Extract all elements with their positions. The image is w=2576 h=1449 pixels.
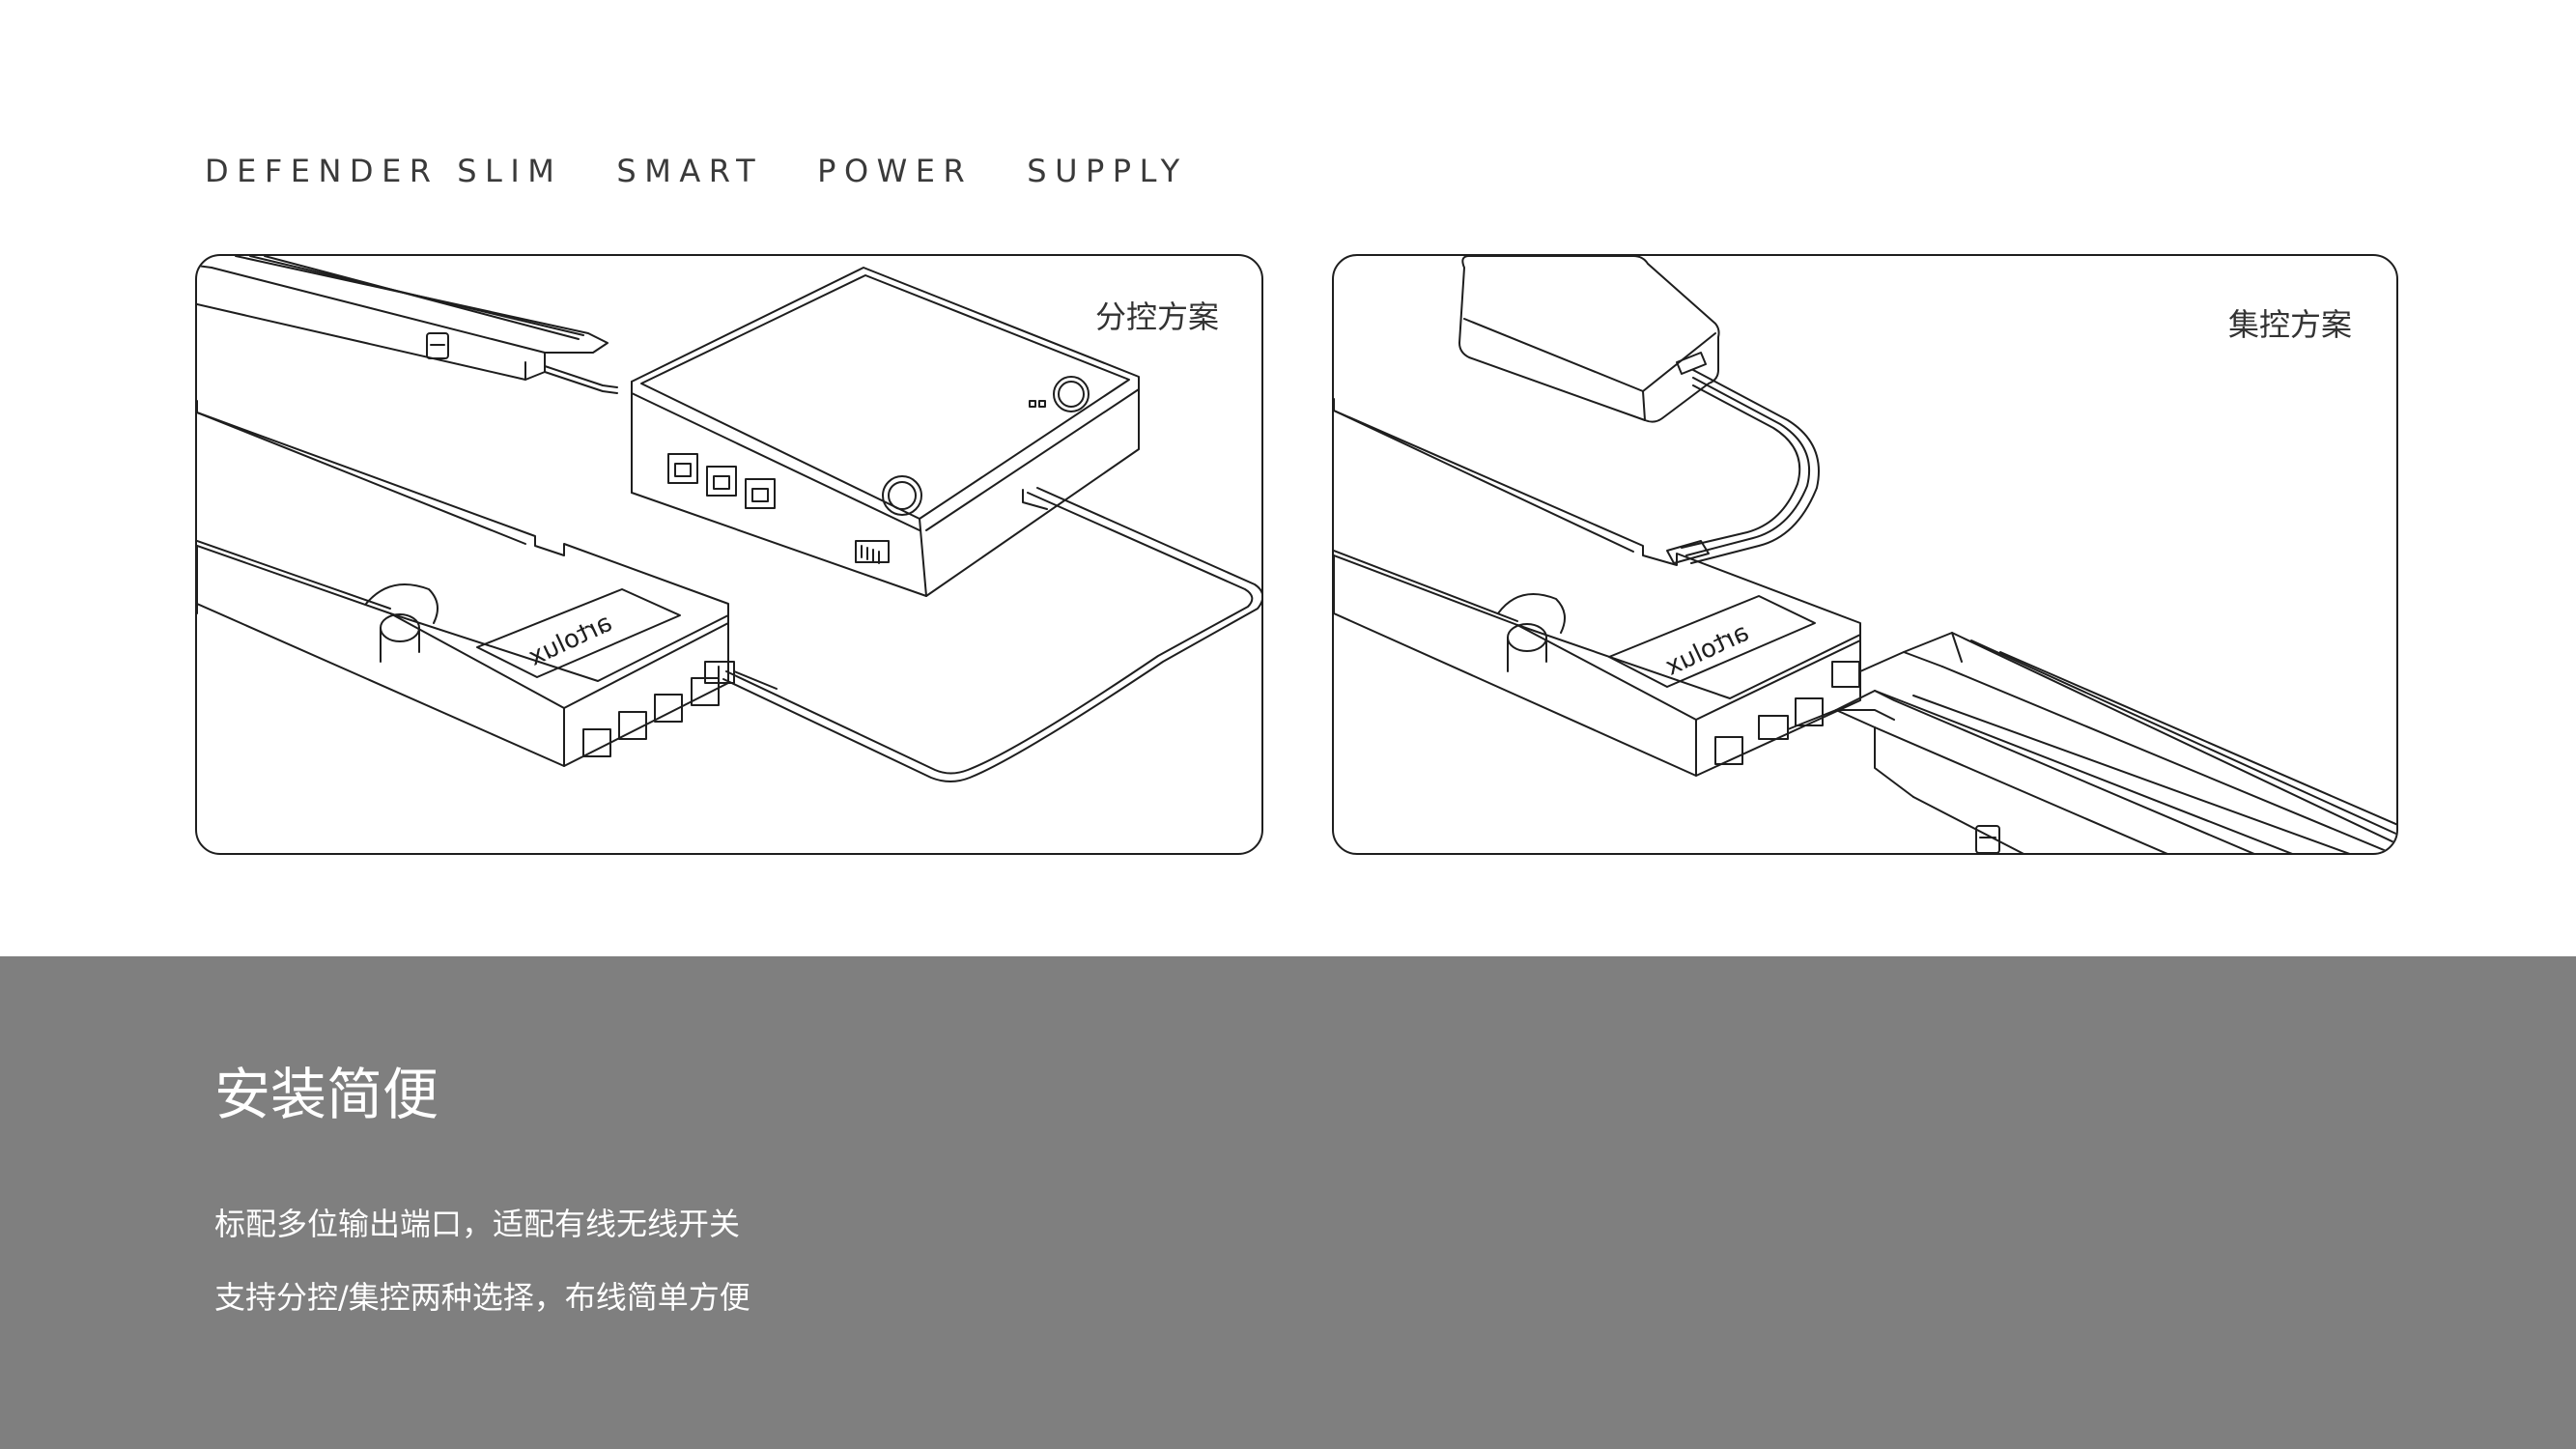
- power-supply-driver: artolux: [197, 400, 735, 767]
- centralized-control-illustration: artolux 集控方案: [1332, 254, 2398, 855]
- distributed-control-line-drawing: artolux: [197, 256, 1261, 782]
- led-strip-profile-top: [197, 256, 609, 381]
- page-title: DEFENDER SLIM SMART POWER SUPPLY: [205, 153, 1188, 189]
- centralized-control-line-drawing: artolux: [1334, 256, 2396, 853]
- wireless-controller-box: [631, 267, 1140, 597]
- feature-title: 安装简便: [214, 1062, 439, 1127]
- feature-description-line-1: 标配多位输出端口，适配有线无线开关: [214, 1206, 741, 1242]
- driver-brand-mark-centralized: artolux: [1661, 618, 1754, 682]
- panel-label-distributed: 分控方案: [1094, 293, 1219, 337]
- controller-to-driver-cable: [722, 487, 1261, 782]
- strip-wire: [544, 371, 618, 394]
- led-strip-profiles-bottom-right: [1787, 632, 2396, 853]
- feature-description-line-2: 支持分控/集控两种选择，布线简单方便: [214, 1279, 750, 1316]
- distributed-control-illustration: artolux 分控方案: [195, 254, 1263, 855]
- adapter-cable: [1690, 369, 1820, 564]
- feature-band: 安装简便 标配多位输出端口，适配有线无线开关 支持分控/集控两种选择，布线简单方…: [0, 956, 2576, 1449]
- power-adapter-box: [1458, 256, 1720, 423]
- panel-label-centralized: 集控方案: [2227, 300, 2352, 345]
- power-supply-driver-centralized: artolux: [1334, 398, 1861, 777]
